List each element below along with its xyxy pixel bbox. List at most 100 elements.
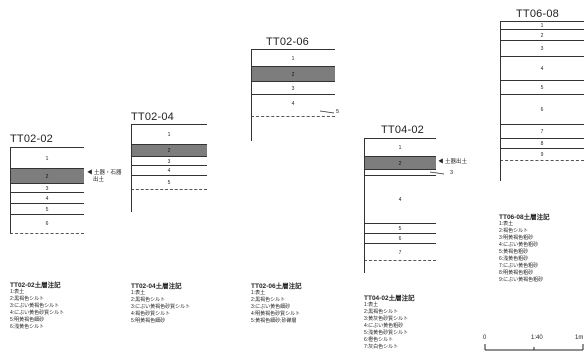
stratigraphy-section: 1 2 4 5 6 7: [364, 138, 436, 273]
layer-3: 3: [251, 81, 335, 95]
layer-7: 7: [364, 243, 436, 261]
layer-4: 4: [500, 56, 584, 81]
layer-2-shaded: 2: [251, 66, 335, 82]
stratigraphy-section: 1 2 3 4: [251, 49, 335, 149]
notes-item: 2:黒褐色シルト: [131, 297, 166, 303]
artifact-annotation: ◀ 土器出土: [438, 159, 468, 165]
layer-1: 1: [131, 124, 207, 145]
notes-item: 1:表土: [131, 290, 146, 296]
notes-item: 5:黄褐色細砂;砂礫層: [251, 318, 297, 324]
layer-5: 5: [131, 175, 207, 189]
notes-item: 6:浅黄色粗砂: [499, 256, 529, 262]
layer-4: 4: [10, 192, 84, 204]
layer-notes: TT06-08土層注記 1:表土 2:褐色シルト 3:明黄褐色粗砂 4:にぶい黄…: [499, 211, 550, 284]
notes-item: 5:浅黄色砂質シルト: [364, 330, 409, 336]
layer-5-leader-line: [320, 110, 335, 114]
layer-5: 5: [500, 80, 584, 95]
notes-item: 3:にぶい黄褐色砂質シルト: [131, 304, 191, 310]
notes-title: TT02-06土層注記: [251, 283, 302, 290]
excavation-bottom-line: [364, 260, 436, 261]
layer-3: 3: [131, 156, 207, 166]
column-left-edge: [10, 147, 11, 233]
scale-label-zero: 0: [483, 335, 487, 341]
layer-2-shaded: 2: [10, 168, 84, 184]
scale-bar: 0 1:40 1m: [483, 335, 588, 355]
notes-item: 5:明黄褐色細砂: [10, 317, 45, 323]
notes-item: 7:灰白色シルト: [364, 344, 399, 350]
column-title: TT02-06: [266, 36, 309, 48]
notes-item: 5:黄褐色粗砂: [499, 249, 529, 255]
column-title: TT02-04: [131, 111, 174, 123]
layer-notes: TT02-02土層注記 1:表土 2:黒褐色シルト 3:にぶい黄褐色シルト 4:…: [10, 279, 64, 331]
column-title: TT04-02: [381, 124, 424, 136]
column-left-edge: [364, 138, 365, 273]
excavation-bottom-line: [131, 189, 207, 190]
notes-item: 3:黄灰色砂質シルト: [364, 316, 409, 322]
notes-item: 5:明黄褐色細砂: [131, 318, 166, 324]
layer-notes: TT02-06土層注記 1:表土 2:黒褐色シルト 3:にぶい黄色細砂 4:明黄…: [251, 280, 302, 325]
notes-item: 4:にぶい黄色粗砂: [499, 242, 539, 248]
scale-label-ratio: 1:40: [531, 335, 543, 341]
stratigraphy-section: 1 2 3 4 5 6 7 8 9: [500, 21, 584, 186]
notes-item: 4:にぶい黄色粗砂: [364, 323, 404, 329]
column-title: TT02-02: [10, 133, 53, 145]
scale-label-end: 1m: [575, 335, 584, 341]
excavation-bottom-line: [500, 160, 584, 161]
layer-1: 1: [500, 21, 584, 30]
artifact-annotation-line2: 出土: [93, 177, 105, 184]
scale-bar-ruler: [484, 344, 584, 351]
layer-6: 6: [364, 233, 436, 244]
layer-3-label: 3: [450, 170, 454, 176]
layer-4: 4: [364, 175, 436, 224]
notes-item: 6:橙色シルト: [364, 337, 394, 343]
notes-item: 7:にぶい黄色粗砂: [499, 263, 539, 269]
layer-1: 1: [10, 147, 84, 169]
notes-item: 2:黒褐色シルト: [364, 309, 399, 315]
layer-5: 5: [364, 223, 436, 234]
column-left-edge: [251, 49, 252, 141]
notes-title: TT02-02土層注記: [10, 282, 61, 289]
column-left-edge: [131, 124, 132, 212]
notes-item: 3:にぶい黄色細砂: [251, 304, 291, 310]
layer-1: 1: [364, 138, 436, 157]
layer-2-shaded: 2: [364, 156, 436, 170]
layer-4: 4: [251, 94, 335, 113]
layer-8: 8: [500, 138, 584, 149]
stratigraphy-section: 1 2 3 4 5: [131, 124, 207, 214]
notes-item: 1:表土: [364, 302, 379, 308]
layer-3-leader-line: [430, 171, 445, 175]
notes-item: 6:浅黄色シルト: [10, 324, 45, 330]
notes-title: TT06-08土層注記: [499, 214, 550, 221]
notes-item: 4:明黄褐色砂質シルト: [251, 311, 301, 317]
artifact-annotation-line1: ◀ 土器・石器: [87, 170, 122, 176]
notes-item: 2:褐色シルト: [499, 228, 529, 234]
notes-item: 4:褐色砂質シルト: [131, 311, 171, 317]
notes-item: 1:表土: [499, 221, 514, 227]
notes-title: TT04-02土層注記: [364, 295, 415, 302]
layer-3: 3: [10, 183, 84, 193]
artifact-annotation: ◀ 土器・石器 出土: [87, 170, 122, 185]
layer-notes: TT02-04土層注記 1:表土 2:黒褐色シルト 3:にぶい黄褐色砂質シルト …: [131, 280, 190, 325]
notes-item: 1:表土: [251, 290, 266, 296]
notes-item: 3:明黄褐色粗砂: [499, 235, 534, 241]
layer-2: 2: [500, 29, 584, 41]
layer-3: [364, 169, 436, 176]
stratigraphy-section: 1 2 3 4 5 6: [10, 147, 84, 237]
notes-title: TT02-04土層注記: [131, 283, 182, 290]
column-title: TT06-08: [516, 8, 559, 20]
layer-3: 3: [500, 40, 584, 57]
layer-4: 4: [131, 165, 207, 176]
column-left-edge: [500, 21, 501, 181]
notes-item: 2:黒褐色シルト: [10, 296, 45, 302]
layer-9: 9: [500, 148, 584, 160]
notes-item: 2:黒褐色シルト: [251, 297, 286, 303]
layer-5: 5: [10, 203, 84, 215]
notes-item: 1:表土: [10, 289, 25, 295]
layer-2-shaded: 2: [131, 144, 207, 157]
notes-item: 4:にぶい黄色砂質シルト: [10, 310, 65, 316]
notes-item: 8:明黄褐色粗砂: [499, 270, 534, 276]
excavation-bottom-line: [251, 116, 335, 117]
excavation-bottom-line: [10, 233, 84, 234]
notes-item: 3:にぶい黄褐色シルト: [10, 303, 60, 309]
layer-5-label: 5: [336, 109, 340, 115]
